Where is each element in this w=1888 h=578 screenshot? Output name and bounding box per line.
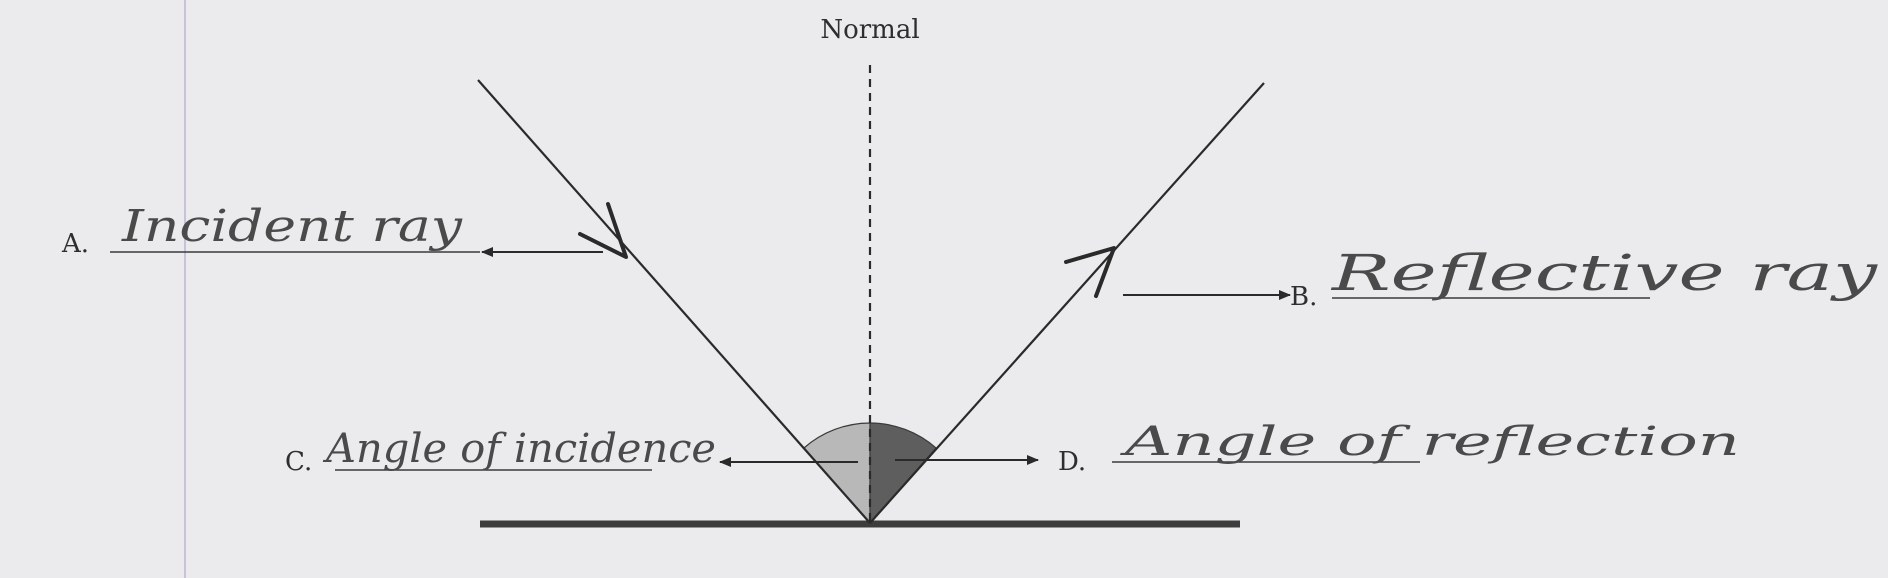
label-d-letter: D. bbox=[1058, 447, 1086, 477]
incident-ray bbox=[477, 79, 871, 524]
reflected-ray bbox=[869, 82, 1265, 524]
label-c-letter: C. bbox=[285, 447, 312, 477]
label-b-letter: B. bbox=[1290, 282, 1317, 312]
incident-ray-arrowhead bbox=[578, 202, 628, 259]
reflected-ray-arrowhead bbox=[1064, 246, 1116, 298]
normal-label: Normal bbox=[820, 15, 919, 45]
label-d-answer: Angle of reflection bbox=[1118, 419, 1740, 465]
label-b-answer: Reflective ray bbox=[1330, 244, 1878, 302]
label-a-answer: Incident ray bbox=[121, 201, 464, 252]
label-a-letter: A. bbox=[61, 229, 89, 259]
label-c-answer: Angle of incidence bbox=[322, 426, 716, 472]
angle-of-reflection-sector bbox=[869, 422, 937, 525]
angle-of-incidence-sector bbox=[803, 422, 871, 525]
